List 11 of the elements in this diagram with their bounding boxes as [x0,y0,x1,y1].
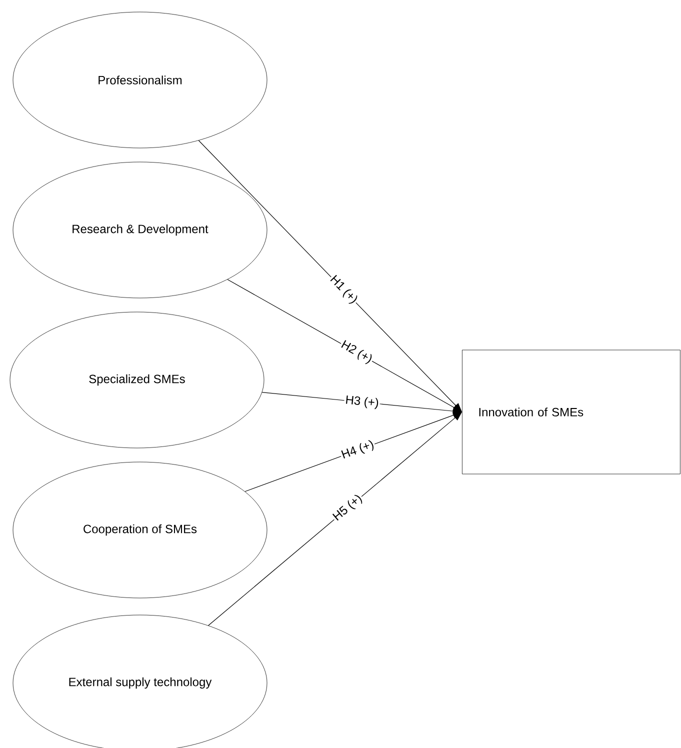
arrow [208,412,462,626]
ellipse-node: Specialized SMEs [10,312,264,448]
edge-label: H5 (+) [330,492,366,525]
edge-label: H1 (+) [326,272,361,308]
edge-label: H2 (+) [338,338,376,367]
ellipse-node: Research & Development [12,162,268,298]
process-box: Innovation of SMEs [462,350,680,474]
ellipse-node: Professionalism [12,12,268,148]
ellipse-node: Cooperation of SMEs [12,462,268,598]
edge-label: H4 (+) [338,438,377,462]
edge-label: H3 (+) [344,394,380,410]
